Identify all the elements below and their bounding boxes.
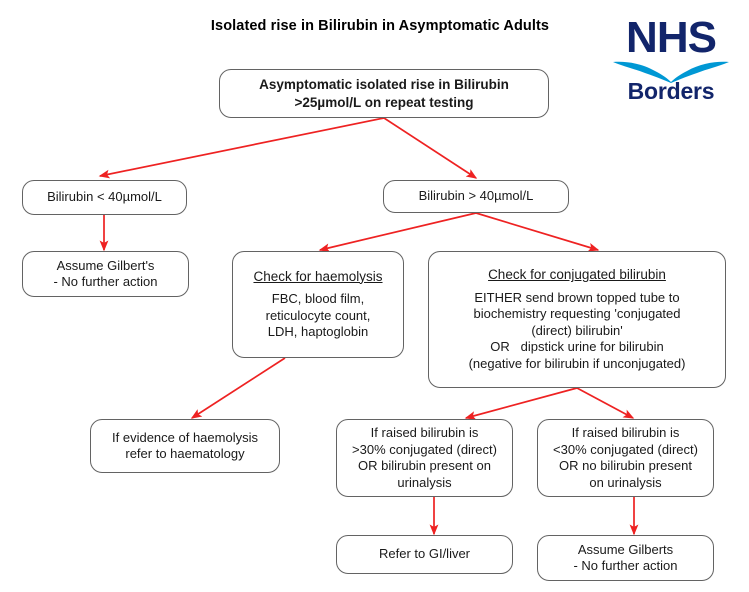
node-haemolysis-evidence-line-0: If evidence of haemolysis: [112, 429, 258, 445]
nhs-logo-text: NHS: [626, 13, 717, 62]
edge-high-to-conjugated: [475, 212, 600, 252]
node-raised-over-30-line-0: If raised bilirubin is: [370, 425, 479, 440]
node-raised-under-30-line-3: on urinalysis: [589, 474, 662, 490]
edge-start-to-high: [383, 117, 478, 179]
edge-conjugated-to-under30: [576, 387, 635, 419]
node-start[interactable]: Asymptomatic isolated rise in Bilirubin …: [219, 69, 549, 118]
nhs-swoosh-icon: [613, 61, 729, 83]
node-haemolysis-evidence-line-1: refer to haematology: [125, 446, 245, 461]
node-high-bilirubin-line-0: Bilirubin > 40µmol/L: [418, 188, 534, 204]
node-check-conjugated[interactable]: Check for conjugated bilirubin EITHER se…: [428, 251, 726, 388]
node-haemolysis-evidence[interactable]: If evidence of haemolysis refer to haema…: [90, 419, 280, 473]
node-check-conjugated-line-2: (direct) bilirubin': [531, 322, 623, 338]
node-assume-gilberts-left-line-1: - No further action: [53, 274, 158, 289]
node-check-haemolysis[interactable]: Check for haemolysis FBC, blood film, re…: [232, 251, 404, 358]
node-refer-gi-liver[interactable]: Refer to GI/liver: [336, 535, 513, 574]
node-raised-over-30-line-2: OR bilirubin present on: [358, 458, 491, 473]
node-low-bilirubin-line-0: Bilirubin < 40µmol/L: [47, 189, 162, 205]
node-check-conjugated-line-1: biochemistry requesting 'conjugated: [473, 306, 681, 321]
nhs-borders-logo: NHS Borders: [607, 14, 735, 106]
node-raised-over-30-line-1: >30% conjugated (direct): [352, 441, 497, 457]
node-low-bilirubin[interactable]: Bilirubin < 40µmol/L: [22, 180, 187, 215]
node-refer-gi-liver-line-0: Refer to GI/liver: [378, 546, 471, 562]
node-raised-under-30-line-0: If raised bilirubin is: [571, 425, 680, 440]
node-start-line-1: >25µmol/L on repeat testing: [294, 94, 474, 110]
node-check-haemolysis-line-1: reticulocyte count,: [265, 307, 371, 323]
node-raised-over-30-line-3: urinalysis: [397, 474, 452, 490]
node-assume-gilberts-right-line-0: Assume Gilberts: [577, 541, 674, 557]
node-check-conjugated-line-4: (negative for bilirubin if unconjugated): [468, 355, 686, 371]
node-assume-gilberts-right[interactable]: Assume Gilberts - No further action: [537, 535, 714, 581]
node-raised-under-30[interactable]: If raised bilirubin is <30% conjugated (…: [537, 419, 714, 497]
edge-high-to-haemolysis: [318, 212, 477, 253]
page-title: Isolated rise in Bilirubin in Asymptomat…: [210, 18, 550, 34]
node-check-conjugated-line-3: OR dipstick urine for bilirubin: [490, 339, 664, 354]
nhs-borders-subtitle: Borders: [627, 78, 715, 104]
node-check-haemolysis-header: Check for haemolysis: [253, 268, 383, 284]
node-assume-gilberts-right-line-1: - No further action: [573, 558, 678, 573]
edge-conjugated-to-over30: [464, 387, 578, 420]
node-check-haemolysis-line-2: LDH, haptoglobin: [267, 324, 369, 339]
node-assume-gilberts-left[interactable]: Assume Gilbert's - No further action: [22, 251, 189, 297]
node-high-bilirubin[interactable]: Bilirubin > 40µmol/L: [383, 180, 569, 213]
node-assume-gilberts-left-line-0: Assume Gilbert's: [56, 257, 155, 273]
node-check-haemolysis-line-0: FBC, blood film,: [271, 291, 365, 306]
node-raised-under-30-line-2: OR no bilirubin present: [559, 458, 692, 473]
edge-start-to-low: [98, 117, 385, 179]
edge-haemolysis-to-evidence: [190, 357, 286, 419]
node-raised-over-30[interactable]: If raised bilirubin is >30% conjugated (…: [336, 419, 513, 497]
node-raised-under-30-line-1: <30% conjugated (direct): [553, 441, 698, 457]
node-check-conjugated-line-0: EITHER send brown topped tube to: [474, 289, 680, 305]
node-start-line-0: Asymptomatic isolated rise in Bilirubin: [259, 76, 509, 92]
node-check-conjugated-header: Check for conjugated bilirubin: [488, 267, 666, 282]
